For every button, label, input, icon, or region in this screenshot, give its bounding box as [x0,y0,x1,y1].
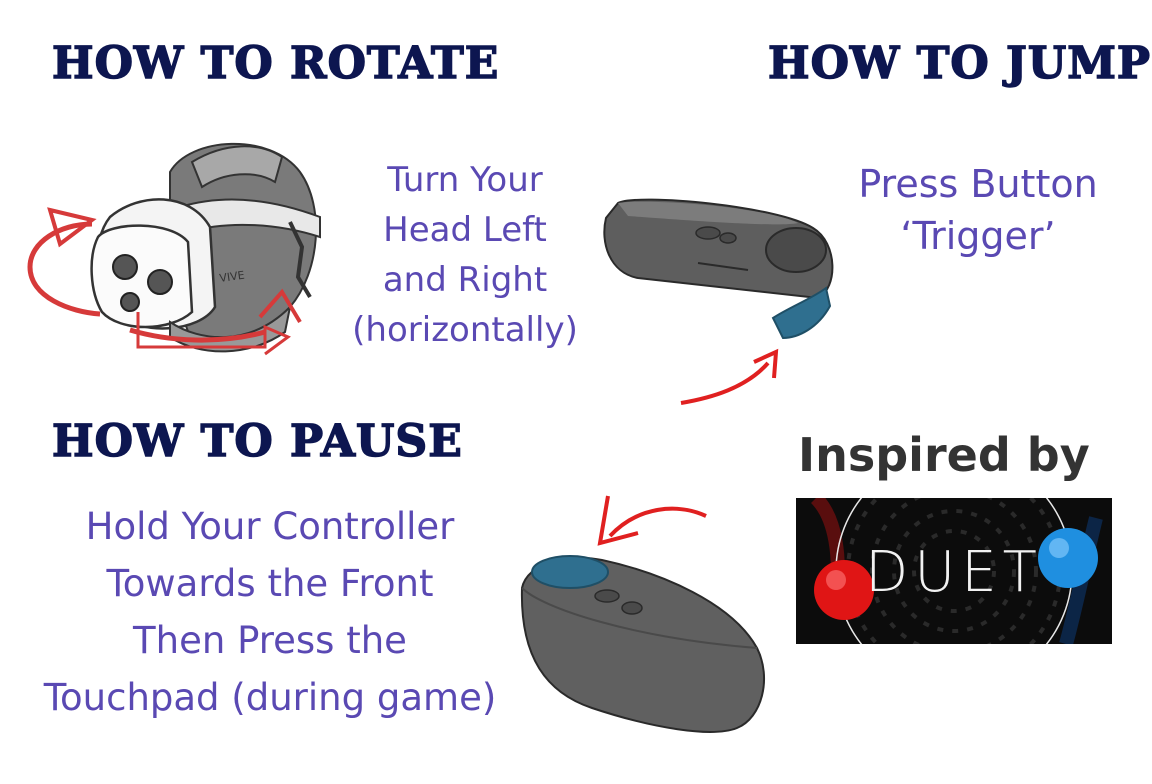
curved-arrow-icon [588,488,713,563]
headset-brand: VIVE [219,269,246,285]
inspired-by-label: Inspired by [798,428,1090,482]
controller-icon [598,188,838,353]
controller-icon [512,548,772,748]
jump-instruction: Press Button ‘Trigger’ [858,162,1098,258]
rotate-heading: HOW TO ROTATE [51,37,500,90]
duet-logo: DUET [796,498,1112,644]
duet-logo-text: DUET [865,540,1043,605]
pause-instruction: Hold Your Controller Towards the Front T… [43,505,497,719]
curved-arrow-icon [676,348,796,423]
jump-heading: HOW TO JUMP [767,37,1152,90]
rotate-instruction: Turn Your Head Left and Right (horizonta… [352,160,578,350]
pause-heading: HOW TO PAUSE [51,415,463,468]
headset-icon: VIVE [20,132,340,372]
